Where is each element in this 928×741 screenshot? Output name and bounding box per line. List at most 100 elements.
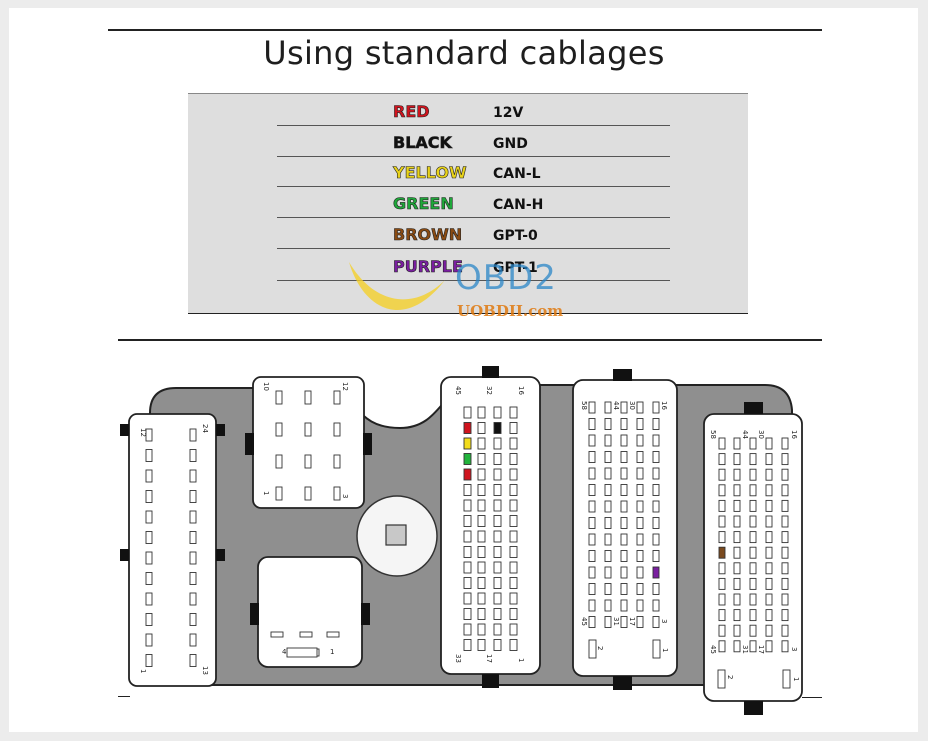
pin-cavity	[749, 562, 757, 575]
pin-cavity	[509, 484, 518, 496]
pin-cavity	[765, 484, 773, 497]
pin-label: 12	[139, 428, 147, 437]
pin-cavity	[189, 510, 197, 524]
pin-cavity	[604, 566, 612, 579]
pin-cavity	[652, 401, 660, 414]
pin-cavity	[733, 640, 741, 653]
pin-cavity	[749, 531, 757, 544]
pin-cavity	[718, 499, 726, 512]
pin-label: 1	[262, 491, 270, 495]
pin-cavity	[509, 422, 518, 434]
pin-cavity	[304, 390, 312, 405]
pin-cavity	[463, 577, 472, 589]
pin-wired	[652, 566, 660, 579]
connector-48-pin	[440, 366, 541, 688]
pin-cavity	[326, 631, 340, 638]
pin-label: 32	[485, 386, 493, 395]
pin-cavity	[588, 517, 596, 529]
pin-cavity	[493, 639, 502, 651]
pin-cavity	[275, 454, 283, 469]
page-title: Using standard cablages	[263, 34, 665, 72]
pin-cavity	[765, 609, 773, 622]
pin-cavity	[604, 418, 612, 430]
pin-cavity	[652, 500, 660, 513]
legend-row-brown: BROWN GPT-0	[277, 219, 670, 249]
pin-label: 1	[792, 677, 800, 681]
pin-cavity	[604, 434, 612, 447]
pin-label: 16	[517, 386, 525, 395]
pin-cavity	[299, 631, 313, 638]
pin-cavity	[620, 484, 628, 496]
pin-cavity	[588, 434, 596, 447]
pin-cavity	[604, 401, 612, 414]
pin-cavity	[493, 530, 502, 543]
pin-cavity	[733, 515, 741, 528]
pin-cavity	[733, 593, 741, 606]
pin-cavity	[620, 566, 628, 579]
pin-label: 45	[454, 386, 462, 395]
pin-cavity	[718, 453, 726, 466]
pin-cavity	[749, 593, 757, 606]
pin-cavity	[477, 484, 486, 496]
pin-cavity	[652, 616, 660, 628]
pin-cavity	[333, 486, 341, 501]
pin-cavity	[463, 546, 472, 558]
pin-cavity	[636, 583, 644, 595]
pin-label: 44	[741, 430, 749, 439]
pin-cavity	[636, 484, 644, 496]
legend-divider	[277, 125, 670, 126]
pin-label: 30	[628, 401, 636, 410]
pin-cavity	[718, 515, 726, 528]
pin-cavity	[604, 599, 612, 612]
pin-cavity	[509, 592, 518, 605]
pin-cavity	[781, 437, 789, 450]
pin-cavity	[636, 550, 644, 562]
pin-cavity	[477, 499, 486, 512]
pin-cavity	[636, 451, 644, 463]
pin-cavity	[652, 583, 660, 595]
pin-cavity	[652, 467, 660, 480]
pin-cavity	[733, 484, 741, 497]
pin-label: 3	[660, 619, 668, 623]
pin-label: 58	[709, 430, 717, 439]
pin-cavity	[588, 566, 596, 579]
pin-label: 2	[596, 646, 604, 650]
pin-cavity	[652, 484, 660, 496]
pin-cavity	[733, 453, 741, 466]
pin-label: 16	[790, 430, 798, 439]
pin-cavity	[493, 592, 502, 605]
pin-cavity	[652, 599, 660, 612]
pin-cavity	[463, 639, 472, 651]
pin-cavity	[620, 451, 628, 463]
pin-cavity	[477, 453, 486, 465]
legend-color-red: RED	[393, 102, 430, 122]
pin-cavity	[620, 500, 628, 513]
pin-cavity	[588, 599, 596, 612]
pin-cavity	[477, 608, 486, 620]
diagram-top-rule	[118, 339, 822, 341]
pin-cavity	[477, 639, 486, 651]
pin-wired	[718, 546, 726, 559]
legend-panel	[188, 94, 748, 313]
pin-cavity	[189, 469, 197, 483]
pin-cavity	[733, 531, 741, 544]
pin-cavity	[636, 418, 644, 430]
pin-cavity	[463, 484, 472, 496]
legend-row-red: RED 12V	[277, 96, 670, 126]
pin-cavity	[270, 631, 284, 638]
pin-cavity	[493, 499, 502, 512]
pin-cavity	[717, 669, 726, 689]
pin-cavity	[781, 577, 789, 590]
pin-cavity	[477, 546, 486, 558]
pin-cavity	[477, 577, 486, 589]
pin-cavity	[733, 437, 741, 450]
pin-cavity	[493, 561, 502, 574]
legend-color-green: GREEN	[393, 194, 454, 214]
pin-label: 12	[341, 382, 349, 391]
pin-cavity	[477, 437, 486, 450]
pin-cavity	[145, 654, 153, 667]
pin-cavity	[463, 608, 472, 620]
pin-cavity	[189, 551, 197, 565]
pin-label: 17	[485, 654, 493, 663]
pin-cavity	[463, 515, 472, 527]
